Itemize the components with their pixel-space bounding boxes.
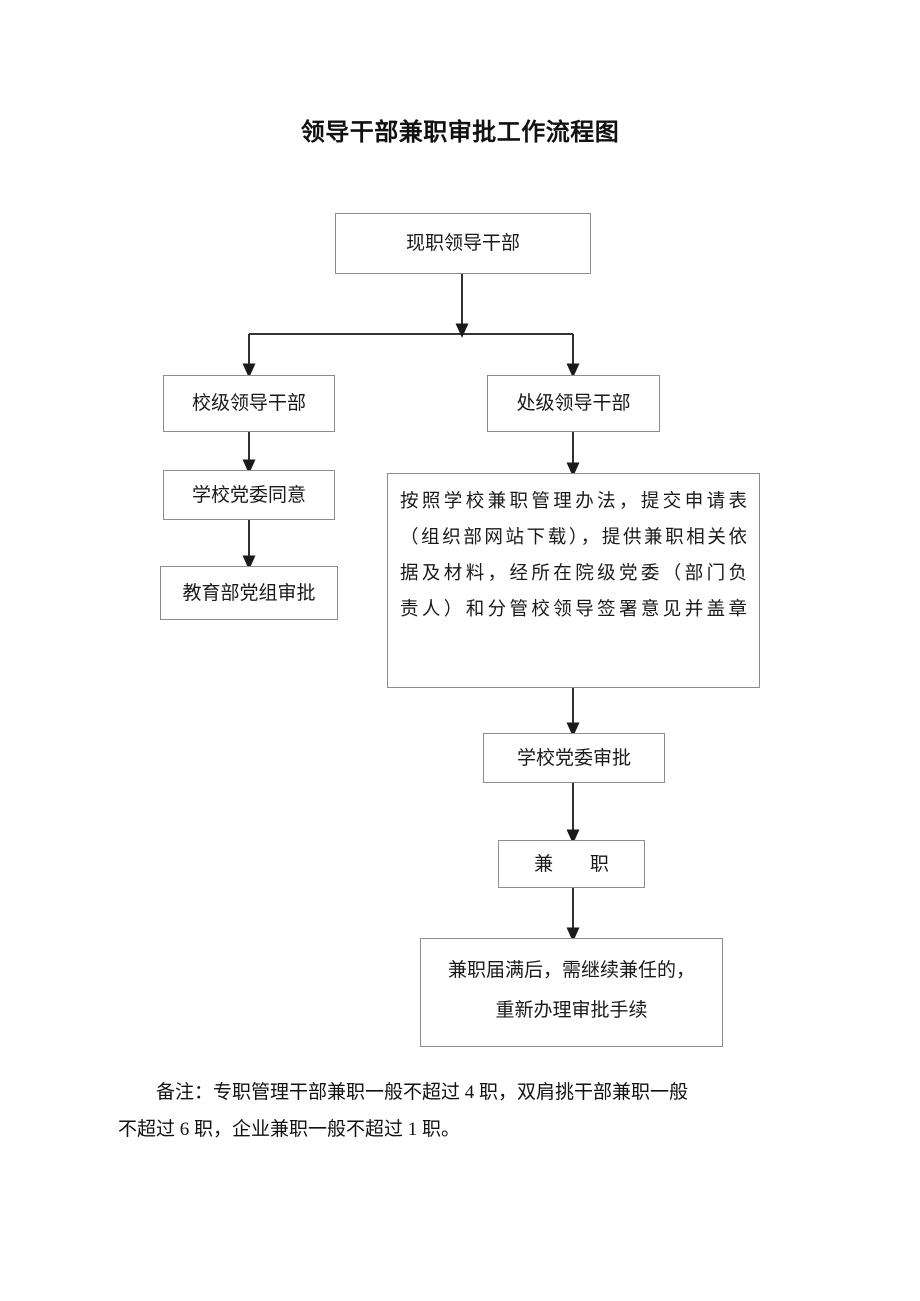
node-label-line-1: 按照学校兼职管理办法，提交申请表 — [400, 492, 747, 512]
node-application-requirements[interactable]: 按照学校兼职管理办法，提交申请表 （组织部网站下载），提供兼职相关依 据及材料，… — [387, 473, 760, 688]
footnote-line-2: 不超过 6 职，企业兼职一般不超过 1 职。 — [118, 1119, 461, 1141]
node-school-level-cadre[interactable]: 校级领导干部 — [163, 375, 335, 432]
page-title: 领导干部兼职审批工作流程图 — [300, 119, 620, 146]
node-label-line-4: 责人）和分管校领导签署意见并盖章 — [400, 600, 747, 621]
node-renewal-procedure[interactable]: 兼职届满后，需继续兼任的， 重新办理审批手续 — [420, 938, 723, 1047]
node-label: 学校党委同意 — [191, 484, 306, 506]
node-school-party-committee-review[interactable]: 学校党委审批 — [483, 733, 665, 783]
node-label: 教育部党组审批 — [182, 582, 316, 604]
node-label: 学校党委审批 — [516, 747, 631, 769]
node-label: 现职领导干部 — [405, 233, 520, 254]
node-ministry-party-group-approval[interactable]: 教育部党组审批 — [160, 566, 338, 620]
node-department-level-cadre[interactable]: 处级领导干部 — [487, 375, 660, 432]
node-label: 处级领导干部 — [516, 393, 631, 414]
footnote: 备注：专职管理干部兼职一般不超过 4 职，双肩挑干部兼职一般 不超过 6 职，企… — [118, 1074, 818, 1148]
node-label-line-2: 重新办理审批手续 — [495, 999, 648, 1021]
footnote-line-1: 备注：专职管理干部兼职一般不超过 4 职，双肩挑干部兼职一般 — [156, 1082, 689, 1103]
node-label-line-2: （组织部网站下载），提供兼职相关依 — [400, 528, 747, 549]
node-label: 兼 职 — [534, 853, 625, 875]
node-label-line-1: 兼职届满后，需继续兼任的， — [447, 960, 695, 981]
node-label-line-3: 据及材料，经所在院级党委（部门负 — [400, 564, 747, 585]
node-school-party-committee-approval[interactable]: 学校党委同意 — [163, 470, 335, 520]
node-label: 校级领导干部 — [191, 393, 306, 414]
node-concurrent-post[interactable]: 兼 职 — [498, 840, 645, 888]
node-current-leading-cadre[interactable]: 现职领导干部 — [335, 213, 591, 274]
